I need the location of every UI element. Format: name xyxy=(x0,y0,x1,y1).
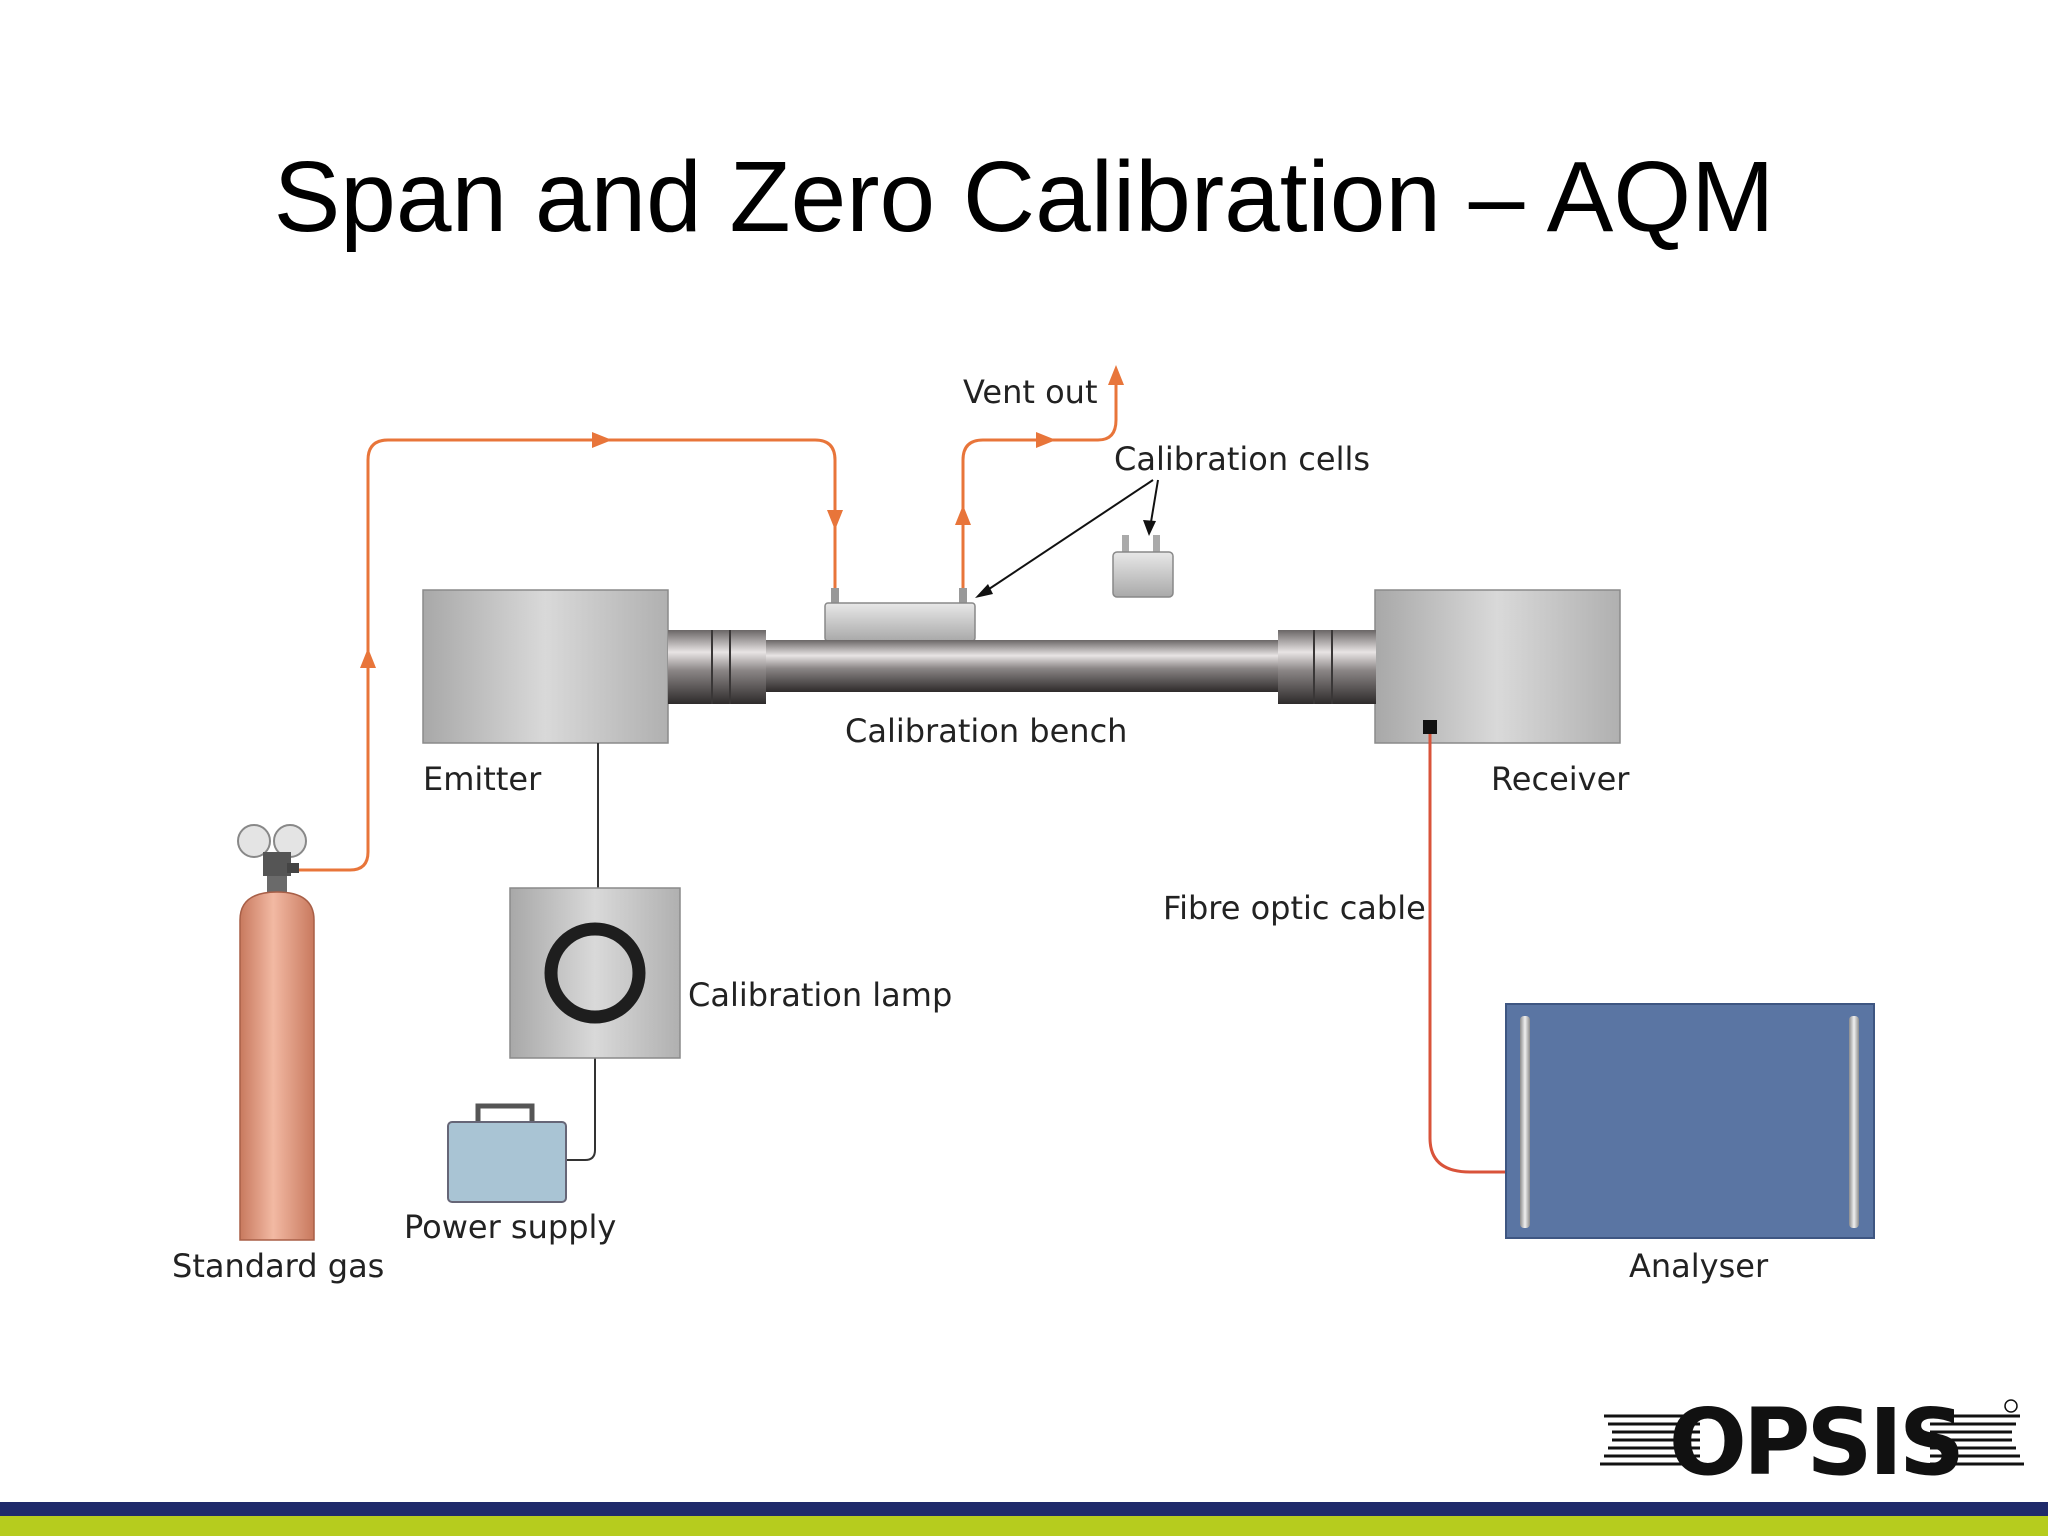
power-wires xyxy=(566,743,599,1161)
slide-title: Span and Zero Calibration – AQM xyxy=(273,141,1775,253)
label-standard-gas: Standard gas xyxy=(172,1247,384,1285)
emitter-box xyxy=(422,589,669,744)
calibration-cell-spare xyxy=(1112,535,1174,598)
gas-arrowheads xyxy=(360,365,1124,668)
label-analyser: Analyser xyxy=(1629,1247,1769,1285)
label-calibration-bench: Calibration bench xyxy=(845,712,1127,750)
calibration-bench-tube xyxy=(668,630,1376,704)
label-calibration-lamp: Calibration lamp xyxy=(688,976,952,1014)
gas-cylinder xyxy=(237,824,315,1241)
opsis-logo-text: OPSIS xyxy=(1669,1389,1961,1496)
footer-lime-bar xyxy=(0,1516,2048,1536)
calibration-lamp xyxy=(509,887,681,1059)
calibration-cell-on-bench xyxy=(824,588,976,642)
fibre-optic-cable xyxy=(1428,734,1507,1174)
supply-gas-line xyxy=(296,438,837,872)
calibration-cells-pointer-heads xyxy=(975,520,1156,598)
label-calibration-cells: Calibration cells xyxy=(1114,440,1370,478)
label-power-supply: Power supply xyxy=(404,1208,616,1246)
label-fibre-optic-cable: Fibre optic cable xyxy=(1163,889,1426,927)
label-vent-out: Vent out xyxy=(963,373,1098,411)
footer-navy-bar xyxy=(0,1502,2048,1516)
gas-lines xyxy=(296,372,1118,872)
label-emitter: Emitter xyxy=(423,760,542,798)
calibration-cells-pointers xyxy=(979,479,1159,596)
opsis-logo: OPSIS xyxy=(1600,1389,2024,1496)
analyser-unit xyxy=(1505,1003,1875,1239)
receiver-box xyxy=(1374,589,1621,744)
label-receiver: Receiver xyxy=(1491,760,1630,798)
power-supply-case xyxy=(447,1103,567,1203)
receiver-port xyxy=(1423,720,1437,734)
